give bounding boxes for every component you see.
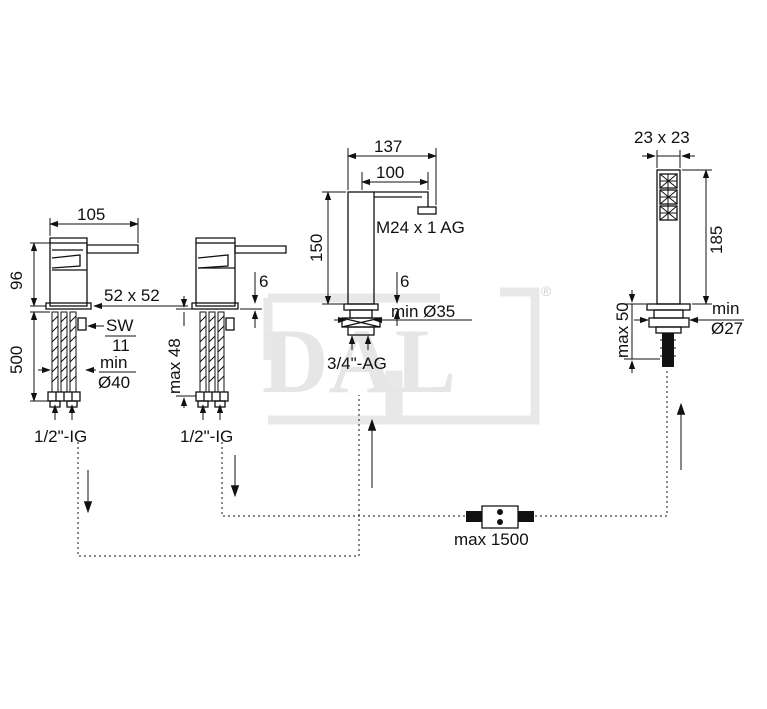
hose-right bbox=[69, 311, 77, 393]
dim-deck-6-spout: 6 bbox=[400, 272, 409, 291]
hose-left bbox=[51, 311, 59, 393]
label-thread-1-2-ig: 1/2"-IG bbox=[34, 427, 87, 446]
mixer-1: 105 96 52 x 52 SW 11 500 min Ø40 1/2"-IG bbox=[7, 205, 188, 446]
label-thread-1-2-ig-2: 1/2"-IG bbox=[180, 427, 233, 446]
dim-width-105: 105 bbox=[77, 205, 105, 224]
dim-max-50: max 50 bbox=[613, 302, 632, 358]
hand-shower: 23 x 23 185 max 50 min Ø27 bbox=[613, 128, 744, 373]
connection-lines: max 1500 bbox=[77, 368, 686, 557]
label-thread-3-4-ag: 3/4"-AG bbox=[327, 354, 387, 373]
dim-max-48: max 48 bbox=[165, 338, 184, 394]
dim-height-96: 96 bbox=[7, 271, 26, 290]
dim-base-52x52: 52 x 52 bbox=[104, 286, 160, 305]
label-hole-d40: Ø40 bbox=[98, 373, 130, 392]
coupling-valve bbox=[466, 505, 534, 529]
hose-middle bbox=[60, 311, 68, 393]
label-hole-min-shower: min bbox=[712, 299, 739, 318]
label-wrench-sw: SW bbox=[106, 316, 133, 335]
dim-width-137: 137 bbox=[374, 137, 402, 156]
shower-head-nozzles bbox=[659, 173, 678, 221]
label-hole-min: min bbox=[100, 353, 127, 372]
label-aerator-m24: M24 x 1 AG bbox=[376, 218, 465, 237]
label-wrench-11: 11 bbox=[112, 336, 130, 355]
dim-deck-6: 6 bbox=[259, 272, 268, 291]
spout: 137 100 150 M24 x 1 AG 6 min Ø35 3/4"-AG bbox=[307, 137, 472, 373]
dim-hose-500: 500 bbox=[7, 346, 26, 374]
dim-width-100: 100 bbox=[376, 163, 404, 182]
label-max-1500: max 1500 bbox=[454, 530, 529, 549]
label-hole-d27: Ø27 bbox=[711, 319, 743, 338]
dim-height-185: 185 bbox=[707, 226, 726, 254]
label-hole-min-d35: min Ø35 bbox=[391, 302, 455, 321]
mixer-2: 6 max 48 1/2"-IG bbox=[165, 237, 287, 446]
registered-mark: ® bbox=[541, 283, 552, 299]
dim-section-23x23: 23 x 23 bbox=[634, 128, 690, 147]
dim-height-150: 150 bbox=[307, 234, 326, 262]
